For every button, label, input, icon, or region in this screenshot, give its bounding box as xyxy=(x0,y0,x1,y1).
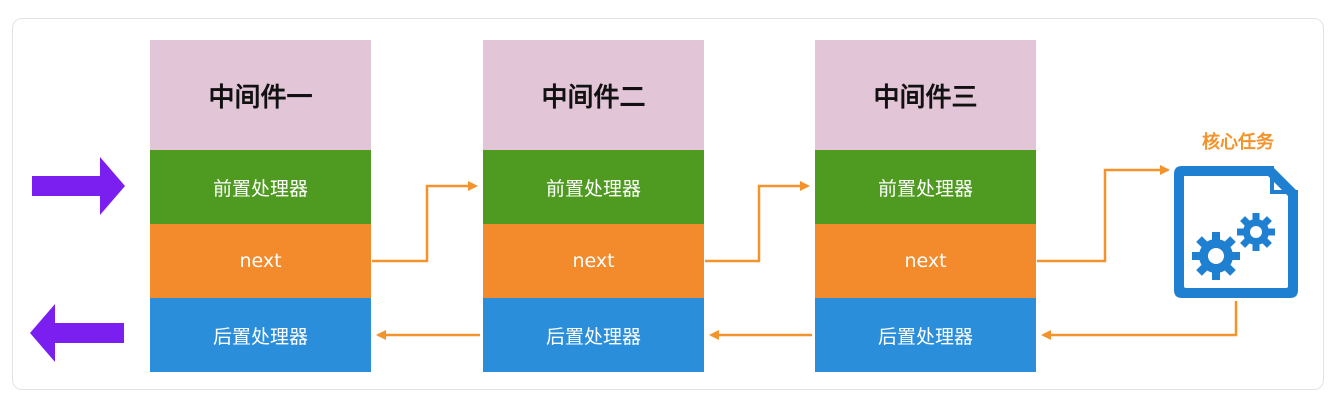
next-to-middleware-2-arrow xyxy=(372,181,478,263)
middleware-3-next: next xyxy=(815,224,1036,298)
middleware-2-title: 中间件二 xyxy=(483,40,704,150)
next-to-core-task-arrow xyxy=(1037,165,1170,263)
next-to-middleware-3-arrow xyxy=(705,181,810,263)
middleware-2-pre-processor: 前置处理器 xyxy=(483,150,704,224)
middleware-3: 中间件三 前置处理器 next 后置处理器 xyxy=(815,40,1036,372)
middleware-3-title: 中间件三 xyxy=(815,40,1036,150)
gears-document-icon xyxy=(1174,166,1298,298)
middleware-2-next: next xyxy=(483,224,704,298)
middleware-1-pre-processor: 前置处理器 xyxy=(150,150,371,224)
middleware-2-post-processor: 后置处理器 xyxy=(483,298,704,372)
middleware-3-post-processor: 后置处理器 xyxy=(815,298,1036,372)
middleware-1-next: next xyxy=(150,224,371,298)
outgoing-response-arrow xyxy=(30,304,124,362)
core-task-return-arrow xyxy=(1041,301,1238,340)
middleware-1: 中间件一 前置处理器 next 后置处理器 xyxy=(150,40,371,372)
middleware-2: 中间件二 前置处理器 next 后置处理器 xyxy=(483,40,704,372)
core-task-label: 核心任务 xyxy=(1202,132,1274,153)
incoming-request-arrow xyxy=(32,157,125,215)
middleware-1-post-processor: 后置处理器 xyxy=(150,298,371,372)
middleware-3-pre-processor: 前置处理器 xyxy=(815,150,1036,224)
middleware-1-title: 中间件一 xyxy=(150,40,371,150)
